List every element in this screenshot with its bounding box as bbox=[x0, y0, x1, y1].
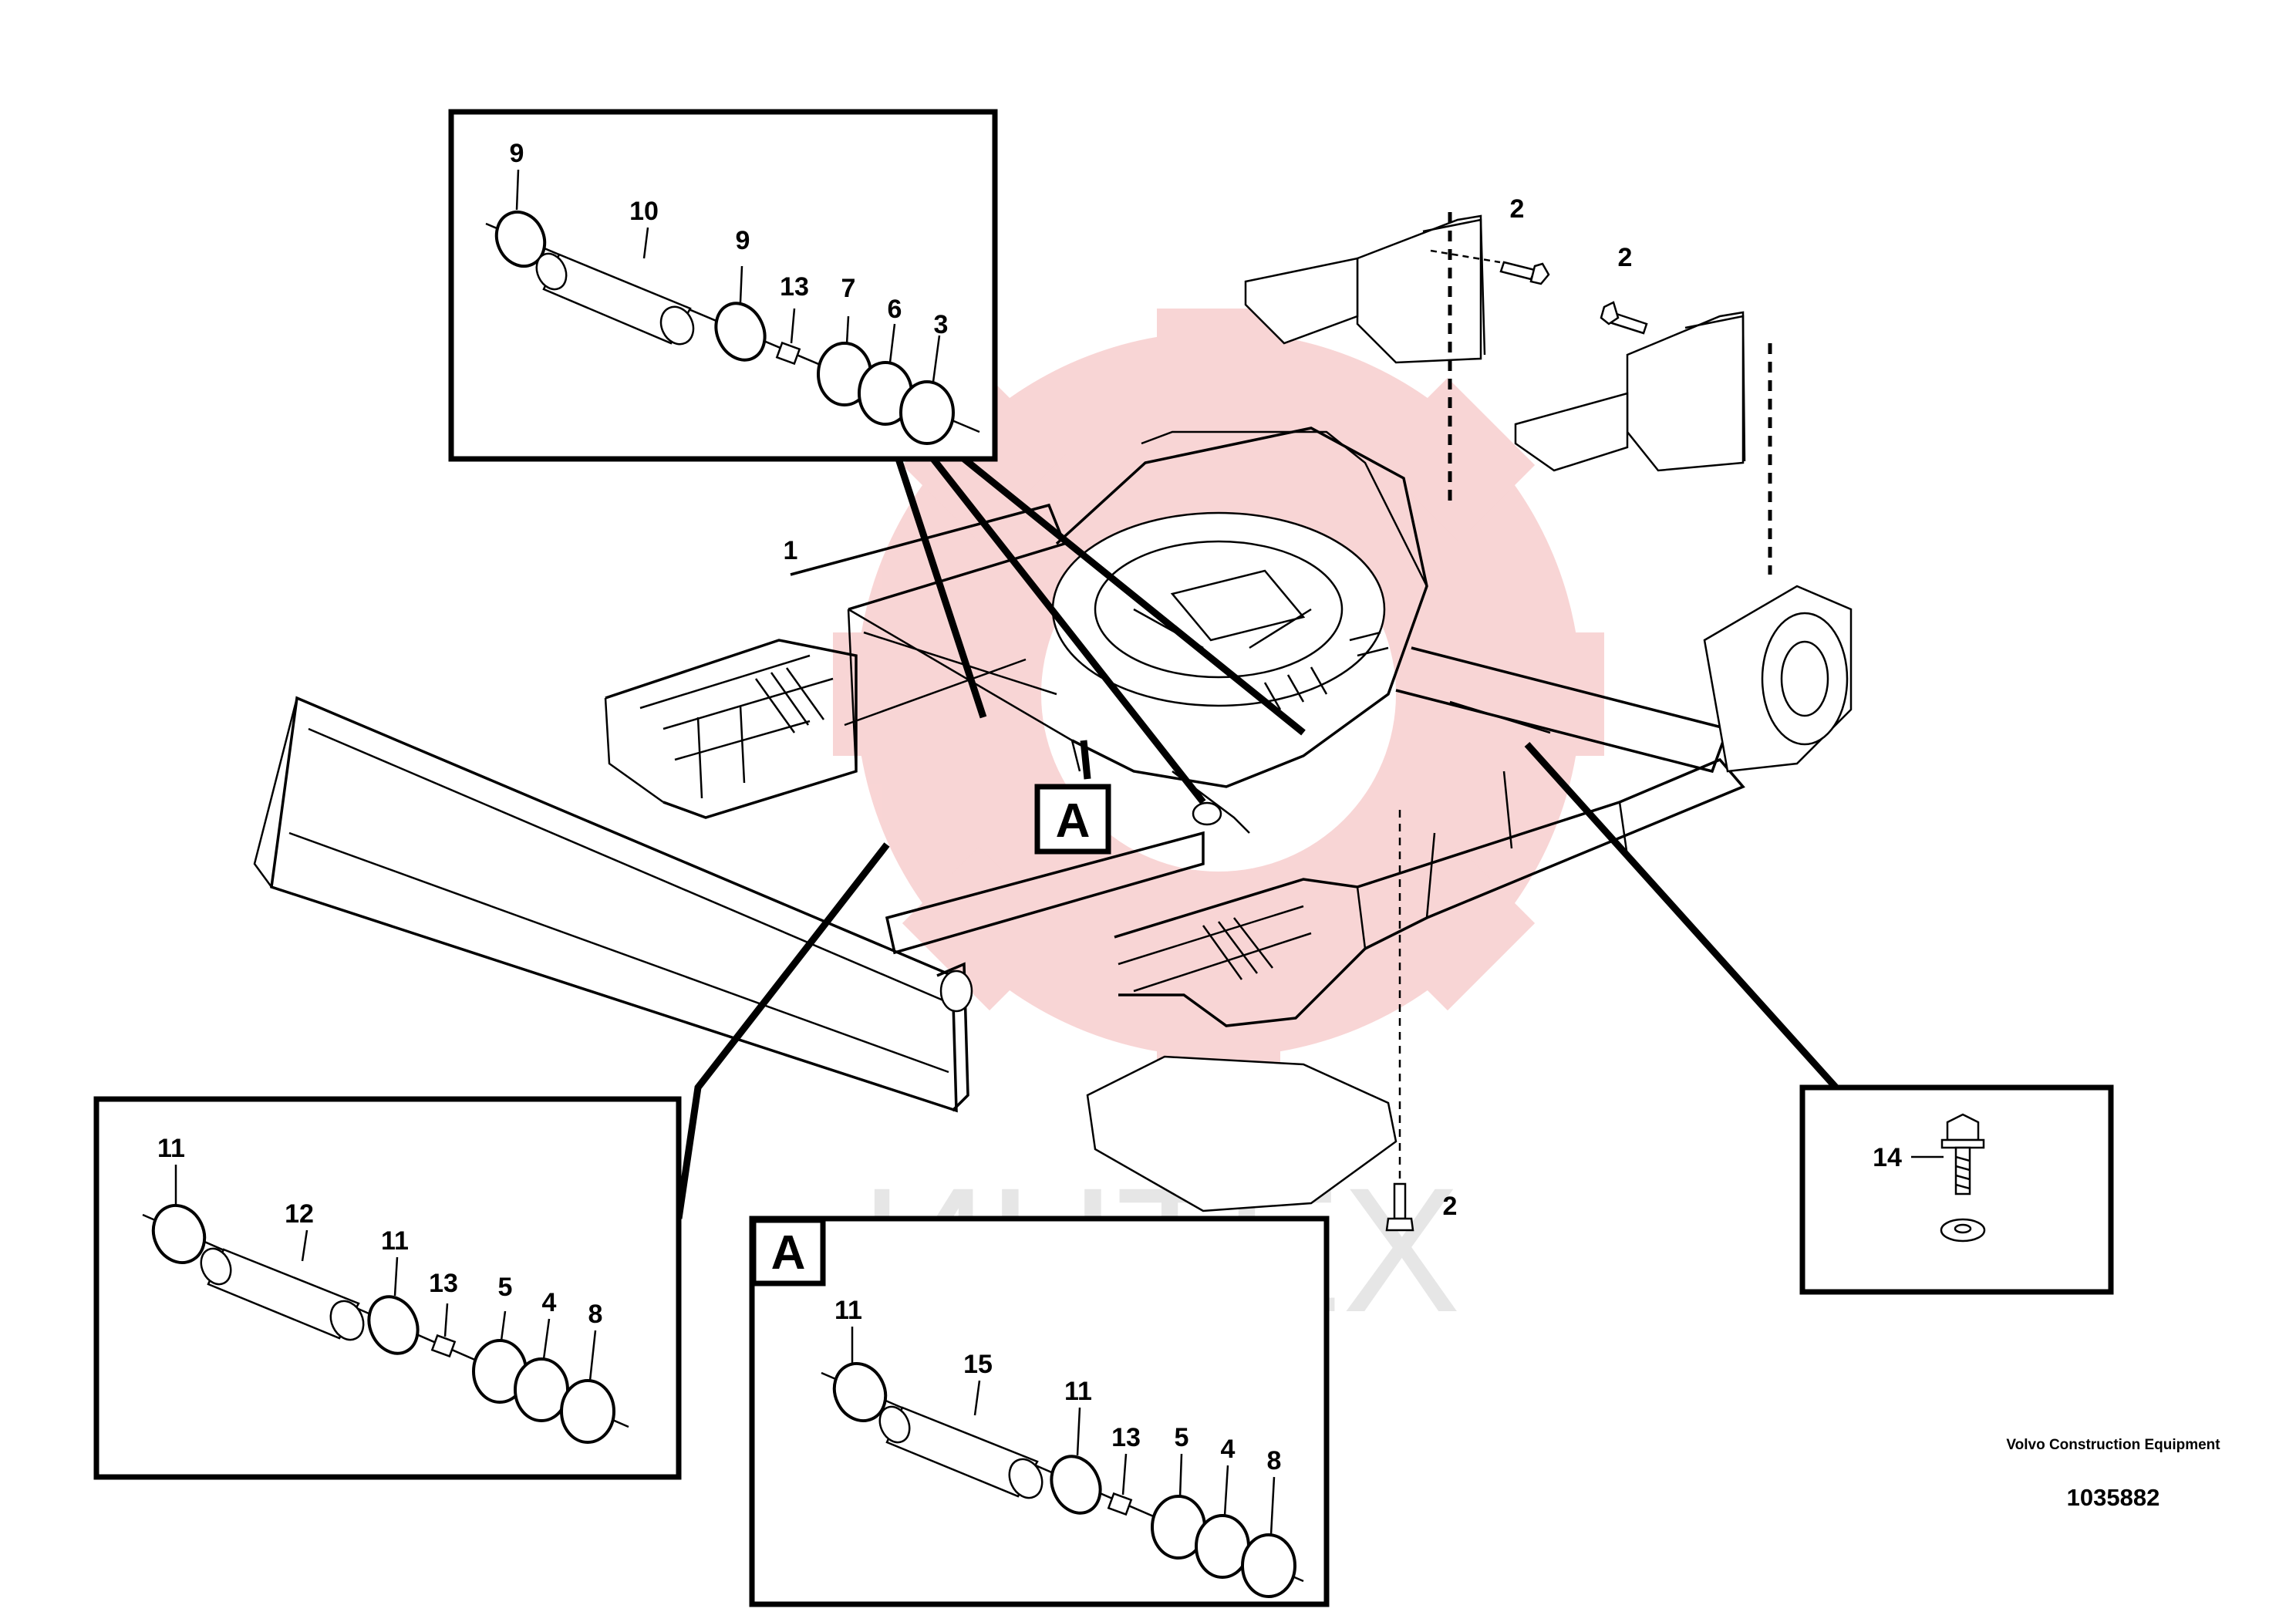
callout-label: 11 bbox=[834, 1296, 862, 1325]
crossbeam-drawing bbox=[885, 646, 1730, 955]
bolt-icon bbox=[1600, 301, 1648, 335]
callout-label: 6 bbox=[888, 295, 902, 324]
callout-label: 11 bbox=[1064, 1377, 1092, 1406]
pin-icon bbox=[200, 1247, 365, 1341]
center-frame-drawing bbox=[1051, 427, 1428, 834]
detail-box-a bbox=[749, 1216, 1330, 1607]
pin-icon bbox=[878, 1405, 1043, 1499]
callout-label: 4 bbox=[1221, 1435, 1236, 1464]
callout-label: 13 bbox=[780, 272, 809, 302]
callout-label: 9 bbox=[736, 226, 750, 255]
manufacturer-credit: Volvo Construction Equipment bbox=[2006, 1437, 2220, 1453]
detail-box-left bbox=[93, 1096, 682, 1480]
callout-label: 2 bbox=[1510, 194, 1525, 224]
callout-label: 2 bbox=[1618, 243, 1633, 272]
view-marker-a: A bbox=[1034, 784, 1111, 855]
callout-label: 8 bbox=[1267, 1446, 1282, 1475]
right-track-frame-drawing bbox=[1114, 585, 1853, 1027]
callout-label: 11 bbox=[157, 1134, 185, 1163]
detail-box-top bbox=[448, 109, 998, 462]
callout-label: 9 bbox=[510, 139, 524, 168]
view-marker-letter: A bbox=[1056, 794, 1091, 848]
diagram-number: 1035882 bbox=[2066, 1484, 2160, 1511]
callout-label: 11 bbox=[381, 1226, 409, 1256]
bolt-icon bbox=[1385, 1182, 1414, 1232]
callout-label: 15 bbox=[963, 1350, 993, 1379]
bottom-cover-drawing bbox=[1086, 1055, 1397, 1212]
callout-label: 13 bbox=[1111, 1423, 1141, 1452]
callout-label: 5 bbox=[498, 1273, 513, 1302]
pin-icon bbox=[535, 252, 695, 346]
cover-plates-drawing bbox=[1244, 214, 1746, 472]
callout-label: 10 bbox=[629, 197, 659, 226]
bolt-icons bbox=[1385, 261, 1648, 1232]
callout-label: 4 bbox=[542, 1288, 557, 1317]
washer-icon bbox=[1940, 1218, 1986, 1243]
assembly-lines bbox=[1398, 212, 1772, 1219]
callout-label: 12 bbox=[285, 1199, 314, 1229]
callout-label: 1 bbox=[784, 536, 798, 565]
callout-labels: 1 2 2 2 9 10 9 13 7 6 3 11 12 11 13 5 4 … bbox=[157, 139, 1902, 1475]
callout-label: 5 bbox=[1175, 1423, 1189, 1452]
callout-label: 3 bbox=[934, 310, 949, 339]
dozer-blade-drawing bbox=[253, 696, 973, 1113]
callout-label: 13 bbox=[429, 1269, 458, 1298]
callout-label: 14 bbox=[1873, 1143, 1902, 1172]
detail-leader-lines bbox=[675, 456, 1843, 1219]
callout-label: 7 bbox=[841, 274, 856, 303]
detail-box-a-letter: A bbox=[771, 1226, 806, 1280]
detail-box-right bbox=[1799, 1084, 2114, 1295]
callout-label: 2 bbox=[1443, 1192, 1458, 1221]
callout-label: 8 bbox=[588, 1300, 603, 1329]
bolt-icon bbox=[1499, 261, 1550, 285]
flange-bolt-icon bbox=[1940, 1113, 1985, 1195]
